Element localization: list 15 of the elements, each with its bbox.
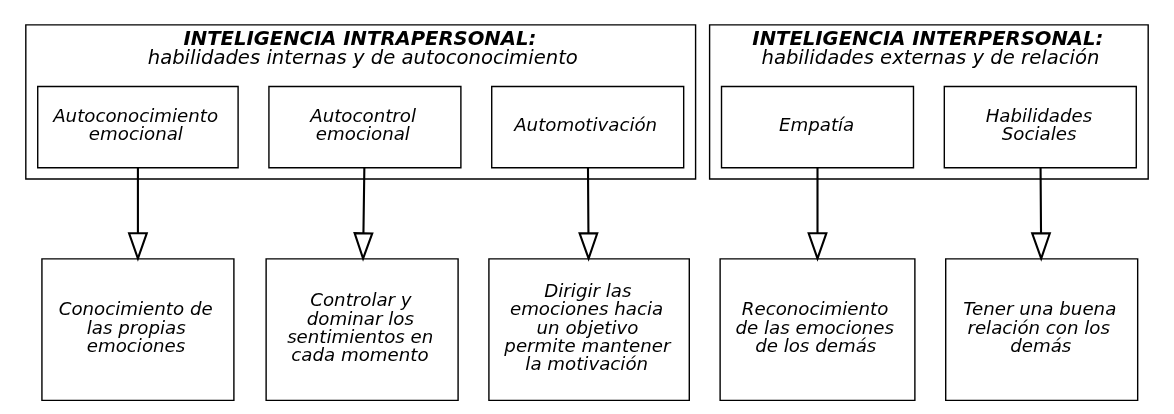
node-box: Reconocimiento de las emociones de los demás: [719, 258, 916, 402]
node-box: Empatía: [720, 85, 915, 169]
node-box: Dirigir las emociones hacia un objetivo permite mantener la motivación: [488, 258, 690, 402]
node-box: Controlar y dominar los sentimientos en cada momento: [265, 258, 459, 402]
arrow: [127, 168, 149, 262]
arrow: [1030, 167, 1052, 262]
arrow: [807, 168, 828, 262]
arrow: [578, 167, 599, 262]
node-box: Conocimiento de las propias emociones: [41, 258, 235, 402]
node-box: Autoconocimiento emocional: [37, 85, 239, 169]
node-box: Habilidades Sociales: [943, 85, 1137, 169]
node-box: Automotivación: [491, 85, 685, 169]
node-box: Tener una buena relación con los demás: [945, 258, 1139, 402]
node-box: Autocontrol emocional: [268, 85, 462, 169]
arrow: [353, 167, 374, 262]
